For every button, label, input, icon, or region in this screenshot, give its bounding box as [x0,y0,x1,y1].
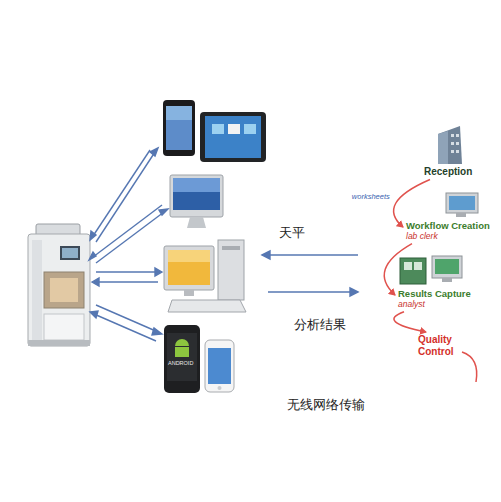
phone-icons [164,325,234,393]
analyser-instrument [28,224,90,346]
step-title: Reception [424,166,472,178]
transfer-arrows [262,251,358,296]
ipad-icon [163,100,195,156]
step-title: Workflow Creation [406,221,490,232]
quality-step: Quality Control [418,334,462,357]
imac-icon [170,175,223,228]
workflow-arrow [394,312,426,332]
lab-instrument-icon [400,256,462,284]
role-label: lab clerk [406,232,490,242]
desktop-pc-icon [164,240,246,312]
results-step: Results Captureanalyst [398,289,471,310]
role-label: analyst [398,300,471,310]
workflow-arrow [394,180,430,228]
step-title: Quality Control [418,334,462,357]
caption-label: 无线网络传输 [287,398,365,413]
workflow-arrow [384,244,412,295]
tablet-icon [200,112,266,162]
building-icon [438,126,462,164]
workstation-icon [446,193,478,217]
wireless-arrows [89,148,168,341]
step-title: Results Capture [398,289,471,300]
reception-step: Reception [424,166,472,178]
transfer-label: 分析结果 [294,318,346,333]
loop-arrow [462,352,477,382]
screen-text: ANDROID [168,360,193,366]
transfer-label: 天平 [279,226,305,241]
workflow-step: Workflow Creationlab clerk [406,221,490,242]
edge-label: worksheets [351,193,391,202]
